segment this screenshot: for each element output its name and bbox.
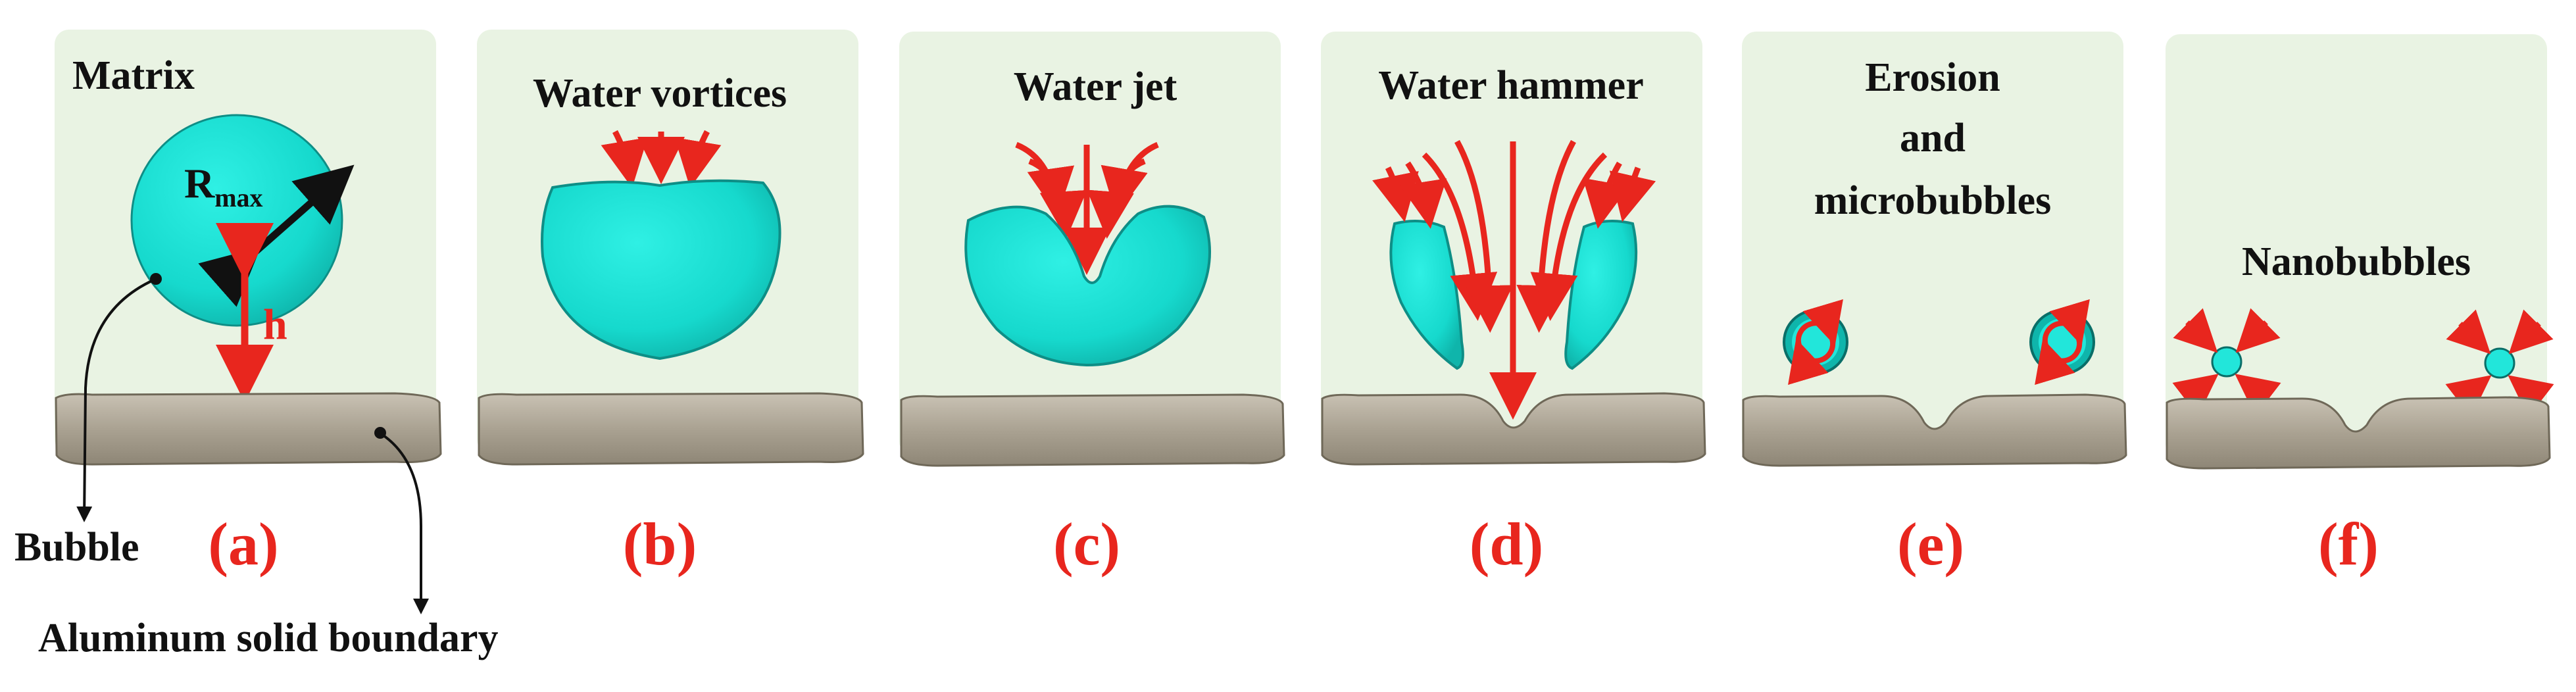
bubble-with-jet	[964, 205, 1211, 367]
panel-f: Nanobubbles	[2166, 34, 2554, 470]
inflow-arrows	[601, 130, 722, 188]
nanobubble-right	[2445, 309, 2554, 418]
panel-label-c: (c)	[1053, 510, 1120, 578]
panel-c: Water jet	[899, 32, 1285, 467]
panel-title: Water vortices	[533, 71, 787, 116]
panel-e: Erosion and microbubbles	[1742, 32, 2127, 467]
panel-title: and	[1900, 116, 1966, 161]
bubble-label: Bubble	[14, 525, 139, 570]
boundary-label: Aluminum solid boundary	[38, 616, 498, 660]
boundary-leader-line	[380, 433, 429, 614]
panel-title: Erosion	[1865, 55, 2000, 100]
aluminum-plate	[478, 392, 864, 466]
bubble-leader-dot	[150, 273, 162, 285]
eroded-aluminum-plate	[1742, 393, 2127, 467]
panel-title: Water hammer	[1378, 63, 1643, 108]
panel-title: microbubbles	[1814, 178, 2052, 223]
bubble-leader-line	[76, 278, 155, 522]
panel-b: Water vortices	[477, 30, 864, 466]
microbubble-left	[1783, 299, 1848, 385]
panel-title: Water jet	[1014, 64, 1177, 109]
panel-d: Water hammer	[1321, 32, 1706, 466]
hammer-arrows	[1372, 139, 1656, 420]
nanobubble-left	[2172, 308, 2281, 416]
panel-label-e: (e)	[1897, 510, 1964, 578]
microbubble-right	[2029, 299, 2095, 385]
panel-label-f: (f)	[2318, 510, 2379, 578]
radius-label: Rmax	[184, 160, 263, 212]
bubble-sphere	[130, 114, 343, 327]
panel-label-d: (d)	[1470, 510, 1543, 578]
height-label: h	[263, 301, 287, 349]
panel-a: Matrix Rmax h	[55, 30, 442, 466]
panel-label-b: (b)	[623, 510, 697, 578]
aluminum-plate	[900, 393, 1285, 467]
aluminum-plate	[55, 392, 442, 466]
panel-title: Matrix	[72, 53, 195, 98]
panel-label-a: (a)	[208, 510, 278, 578]
jet-arrows	[1015, 141, 1159, 275]
eroded-aluminum-plate	[1321, 392, 1706, 466]
eroded-aluminum-plate	[2166, 396, 2551, 470]
panel-title: Nanobubbles	[2242, 239, 2471, 284]
boundary-leader-dot	[374, 427, 386, 439]
collapsing-bubble	[541, 179, 781, 360]
